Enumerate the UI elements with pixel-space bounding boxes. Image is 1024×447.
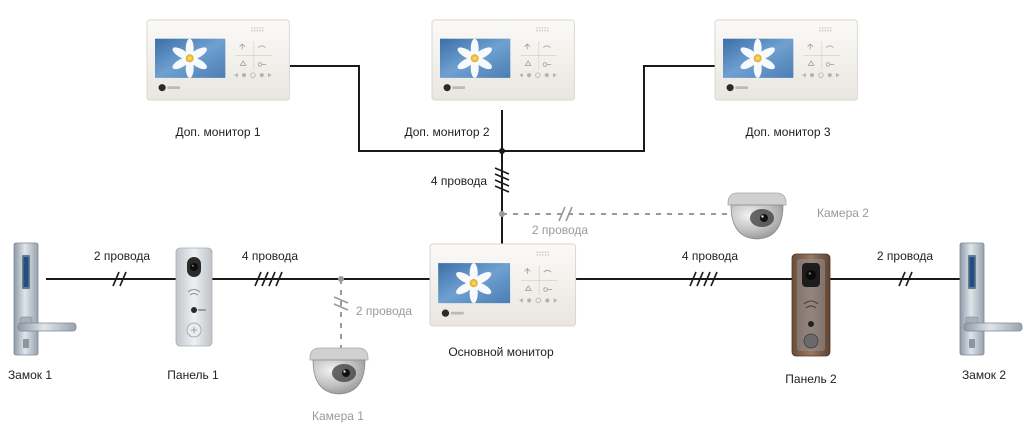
- dome-camera-icon: [727, 192, 787, 240]
- label-lock-2: Замок 2: [962, 368, 1006, 382]
- wiring: [46, 65, 960, 280]
- wire-aux1: [290, 65, 502, 152]
- camera-1: [309, 347, 369, 395]
- door-lock-icon: [959, 242, 1023, 356]
- wire-count-marks: [112, 167, 913, 311]
- lock-1: [13, 242, 77, 356]
- call-panel-icon: [175, 247, 213, 347]
- label-aux-monitor-3: Доп. монитор 3: [745, 125, 830, 139]
- aux-monitor-1: [146, 19, 290, 101]
- label-wire-panel1-main: 4 провода: [242, 249, 299, 263]
- label-panel-2: Панель 2: [785, 372, 837, 386]
- label-wire-lock1-panel1: 2 провода: [94, 249, 151, 263]
- door-lock-icon: [13, 242, 77, 356]
- camera-wiring: [340, 213, 728, 348]
- aux-monitor-2: [431, 19, 575, 101]
- junction-bus: [499, 148, 505, 154]
- video-monitor-icon: [429, 243, 577, 327]
- panel-1: [175, 247, 213, 347]
- label-aux-monitor-1: Доп. монитор 1: [175, 125, 260, 139]
- lock-2: [959, 242, 1023, 356]
- label-wire-camera1: 2 провода: [356, 304, 413, 318]
- label-main-monitor: Основной монитор: [448, 345, 554, 359]
- label-wire-panel2-lock2: 2 провода: [877, 249, 934, 263]
- call-panel-icon: [791, 253, 831, 357]
- wire-labels: 4 провода 2 провода 2 провода 4 провода …: [94, 174, 934, 318]
- dome-camera-icon: [309, 347, 369, 395]
- label-wire-camera2: 2 провода: [532, 223, 589, 237]
- label-camera-2: Камера 2: [817, 206, 869, 220]
- video-monitor-icon: [431, 19, 575, 101]
- aux-monitor-3: [714, 19, 858, 101]
- label-lock-1: Замок 1: [8, 368, 52, 382]
- label-camera-1: Камера 1: [312, 409, 364, 423]
- wire-aux3: [502, 65, 715, 152]
- label-panel-1: Панель 1: [167, 368, 219, 382]
- label-aux-monitor-2: Доп. монитор 2: [404, 125, 489, 139]
- video-monitor-icon: [714, 19, 858, 101]
- label-wire-monitors-bus: 4 провода: [431, 174, 488, 188]
- main-monitor: [429, 243, 577, 327]
- junction-camera1: [338, 276, 344, 282]
- junction-camera2: [499, 211, 505, 217]
- camera-2: [727, 192, 787, 240]
- video-monitor-icon: [146, 19, 290, 101]
- label-wire-main-panel2: 4 провода: [682, 249, 739, 263]
- device-labels: Доп. монитор 1 Доп. монитор 2 Доп. монит…: [8, 125, 1006, 423]
- panel-2: [791, 253, 831, 357]
